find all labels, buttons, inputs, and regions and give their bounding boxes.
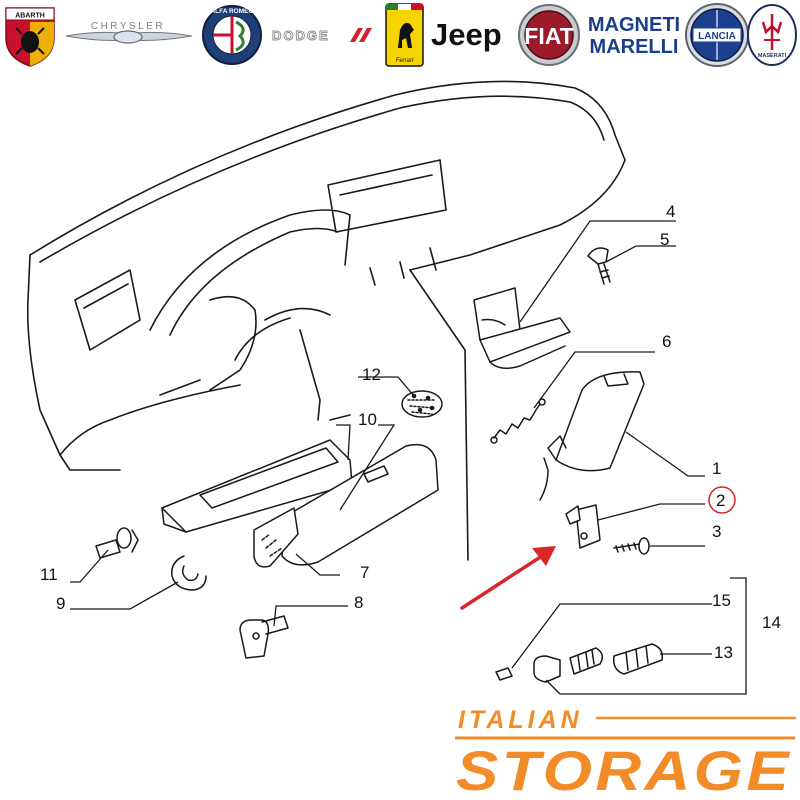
- callout-7: 7: [360, 563, 369, 582]
- part-6-spring: [490, 398, 546, 444]
- magneti-marelli-logo-line1: MAGNETI: [588, 14, 680, 36]
- chrysler-logo: CHRYSLER: [65, 21, 193, 44]
- alfa-romeo-logo-text: ALFA ROMEO: [210, 8, 253, 15]
- callout-3: 3: [712, 522, 721, 541]
- jeep-logo-text: Jeep: [431, 17, 502, 52]
- part-11-pin: [95, 527, 139, 559]
- callout-14: 14: [762, 613, 781, 632]
- callout-8: 8: [354, 593, 363, 612]
- dodge-logo: DODGE: [272, 28, 372, 43]
- magneti-marelli-logo-line2: MARELLI: [590, 36, 679, 58]
- dodge-logo-text: DODGE: [272, 28, 330, 43]
- callout-4: 4: [666, 202, 675, 221]
- abarth-logo-text: ABARTH: [15, 13, 45, 20]
- brand-logo-strip: ABARTH CHRYSLER ALFA ROMEO DODGE: [5, 3, 797, 67]
- part-sketches: [95, 247, 664, 683]
- watermark-line1: ITALIAN: [458, 706, 583, 734]
- italian-storage-watermark: ITALIAN STORAGE: [455, 706, 796, 800]
- part-2-hinge-bracket: [565, 504, 601, 549]
- part-4-latch-bracket: [473, 287, 571, 369]
- lancia-logo-text: LANCIA: [698, 31, 736, 42]
- callout-11: 11: [40, 565, 58, 584]
- ferrari-logo: Ferrari: [385, 3, 424, 67]
- part-3-screw: [613, 537, 650, 555]
- part-7-lid: [281, 443, 439, 566]
- maserati-logo-text: MASERATI: [758, 53, 787, 59]
- part-10-storage-bin: [161, 439, 353, 533]
- fiat-logo: FIAT: [518, 4, 580, 66]
- jeep-logo: Jeep: [431, 17, 502, 52]
- callout-10: 10: [358, 410, 377, 429]
- maserati-logo: MASERATI: [747, 4, 797, 66]
- callout-9: 9: [56, 594, 65, 613]
- callout-6: 6: [662, 332, 671, 351]
- part-14-lamp-holder: [533, 647, 603, 683]
- callout-15: 15: [712, 591, 731, 610]
- part-7-side-frame: [253, 507, 299, 568]
- part-13-socket: [612, 643, 664, 675]
- leader-lines: [70, 220, 747, 695]
- callout-numbers: 4 5 6 1 2 3 12 10 7 8 11 9 15 14 13: [40, 202, 781, 662]
- callout-5: 5: [660, 230, 669, 249]
- part-8-latch: [239, 615, 289, 659]
- highlight-arrow: [460, 546, 556, 610]
- callout-2: 2: [716, 491, 725, 510]
- alfa-romeo-logo: ALFA ROMEO: [202, 5, 262, 65]
- callout-13: 13: [714, 643, 733, 662]
- callout-1: 1: [712, 459, 721, 478]
- watermark-line2: STORAGE: [456, 739, 792, 800]
- part-9-clip: [171, 555, 207, 591]
- part-2-highlight-circle: [708, 486, 736, 514]
- part-15-bulb: [495, 667, 513, 681]
- abarth-logo: ABARTH: [5, 7, 55, 67]
- magneti-marelli-logo: MAGNETI MARELLI: [588, 14, 680, 58]
- fiat-logo-text: FIAT: [524, 23, 573, 49]
- part-1-glovebox-door: [539, 371, 645, 501]
- lancia-logo: LANCIA: [685, 3, 749, 67]
- callout-12: 12: [362, 365, 381, 384]
- part-12-foam-pad: [401, 390, 443, 418]
- ferrari-logo-text: Ferrari: [396, 58, 414, 64]
- chrysler-logo-text: CHRYSLER: [91, 21, 165, 32]
- part-5-bolt: [587, 247, 611, 285]
- dashboard-drawing: [26, 80, 626, 561]
